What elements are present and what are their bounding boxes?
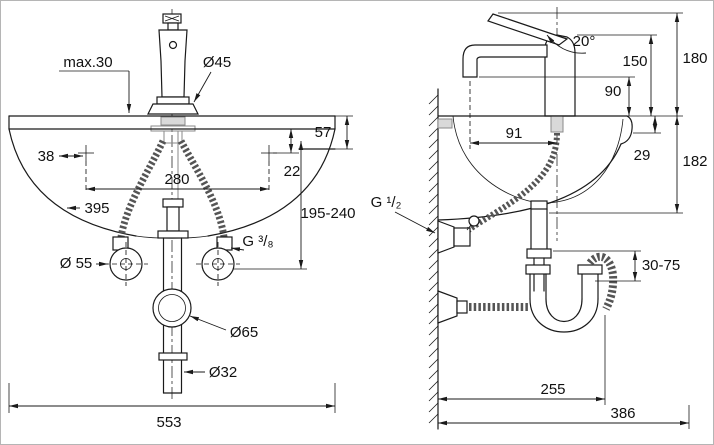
drain-trap-front (152, 198, 192, 394)
dim-hole-dia: Ø 55 (60, 255, 108, 272)
dim-hole-spacing: 280 (86, 171, 269, 192)
dim-supply-thread: G ³/₈ (230, 233, 274, 252)
dim-trap-dia: Ø65 (189, 315, 258, 341)
dim-tailpipe-dia: Ø32 (184, 364, 237, 381)
dim-overall-width: 553 (8, 383, 336, 431)
dim-label-hose-length: 195-240 (300, 205, 355, 222)
dim-label-trap-depth: 255 (540, 381, 565, 398)
dim-label-spout-reach: 91 (506, 125, 523, 142)
dim-label-hole-dia: Ø 55 (60, 255, 93, 272)
wall-hatching (428, 94, 439, 424)
dim-label-lever-angle: 20° (573, 33, 596, 50)
faucet-side (462, 13, 576, 133)
dim-trap-adjust: 30-75 (553, 250, 680, 282)
dim-label-aerator-height: 90 (605, 83, 622, 100)
side-view: 20° 180 150 90 91 29 (371, 7, 708, 430)
dim-max-mount: max.30 (59, 54, 132, 113)
wall (428, 88, 439, 430)
angle-valve-supply (437, 132, 560, 254)
dim-label-rim-height: 29 (634, 147, 651, 164)
dim-spout-height: 150 (577, 34, 657, 116)
mounting-holes (104, 242, 240, 286)
dim-rim-height: 29 (633, 116, 661, 164)
dim-label-inlet-thread: G ¹/₂ (371, 194, 402, 211)
dim-label-edge-height: 57 (315, 124, 332, 141)
faucet-hole-marks (78, 145, 277, 193)
dim-label-supply-thread: G ³/₈ (242, 233, 273, 250)
dim-bowl-depth: 182 (549, 116, 708, 214)
dim-label-overall-width: 553 (156, 414, 181, 431)
dim-label-hole-drop: 22 (284, 163, 301, 180)
dim-spout-reach: 91 (470, 125, 557, 146)
dim-lever-angle: 20° (546, 33, 596, 54)
dim-label-escutcheon-dia: Ø45 (203, 54, 231, 71)
trap-side (437, 200, 618, 333)
dim-label-overall-height: 180 (682, 50, 707, 67)
dim-inlet-thread: G ¹/₂ (371, 194, 436, 234)
dim-hose-length: 195-240 (233, 141, 356, 270)
dim-label-max-mount: max.30 (63, 54, 112, 71)
dim-edge-height: 57 (315, 115, 353, 150)
dim-hole-offset: 38 (38, 148, 83, 165)
dim-label-bowl-depth: 182 (682, 153, 707, 170)
dim-label-tailpipe-dia: Ø32 (209, 364, 237, 381)
dim-label-overall-depth: 386 (610, 405, 635, 422)
front-view: max.30 Ø45 57 38 280 22 395 (8, 9, 356, 431)
faucet-front (147, 13, 199, 115)
dim-overall-depth: 386 (438, 405, 690, 429)
dim-label-hole-spacing: 280 (164, 171, 189, 188)
dim-hole-drop: 22 (273, 129, 300, 180)
dim-label-spout-height: 150 (622, 53, 647, 70)
dim-label-trap-adjust: 30-75 (642, 257, 680, 274)
dim-label-trap-dia: Ø65 (230, 324, 258, 341)
dim-aerator-height: 90 (479, 76, 635, 116)
dim-escutcheon-dia: Ø45 (193, 54, 231, 103)
dim-label-rim-width: 395 (84, 200, 109, 217)
dim-label-hole-offset: 38 (38, 148, 55, 165)
dim-rim-width: 395 (67, 200, 110, 217)
dim-trap-depth: 255 (438, 315, 606, 405)
